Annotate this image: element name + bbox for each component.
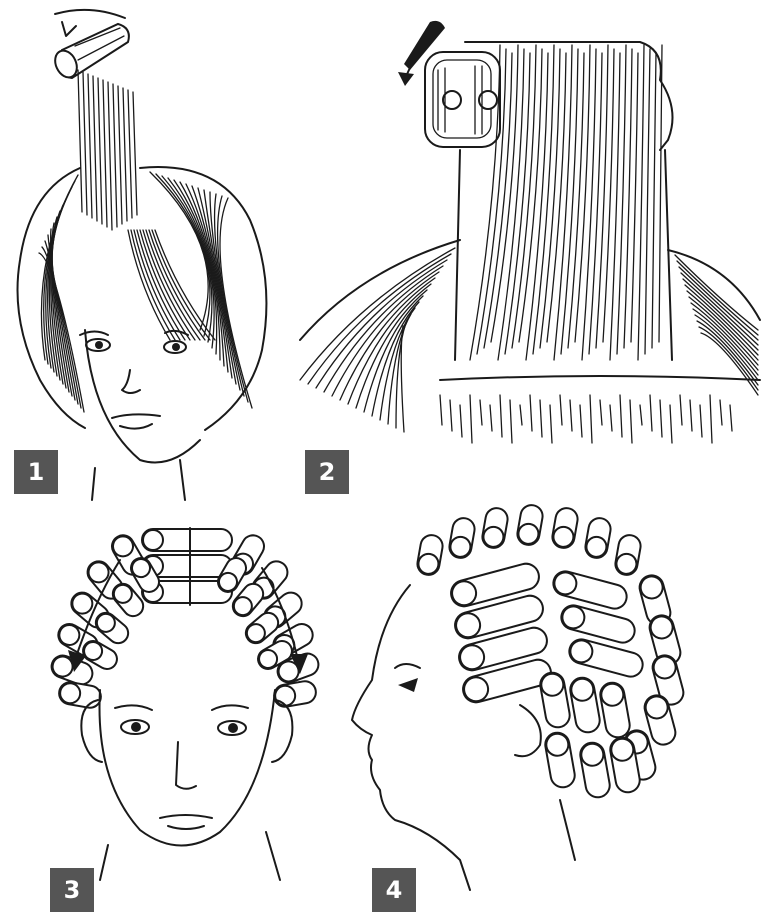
roller-icon [425, 52, 500, 147]
lifted-hair-strand [78, 70, 137, 230]
step-badge-1: 1 [14, 450, 58, 494]
panel-4-side-view-rollers-set [352, 503, 686, 890]
step-badge-3: 3 [50, 868, 94, 912]
step-badge-4: 4 [372, 868, 416, 912]
face [81, 690, 292, 880]
rollers-group [416, 503, 686, 799]
panel-3-front-view-rollers-set [49, 528, 322, 880]
panel-2-back-view-winding-roller [300, 21, 760, 443]
rotation-arrow-icon [55, 10, 125, 18]
back-hair-outline-right [668, 250, 760, 320]
hair-section-strands [470, 45, 662, 360]
panel-1-front-view-lifted-section [18, 10, 267, 500]
face [80, 330, 200, 500]
roller-icon [51, 24, 129, 81]
back-hair-outline-left [300, 240, 460, 340]
step-badge-2: 2 [305, 450, 349, 494]
